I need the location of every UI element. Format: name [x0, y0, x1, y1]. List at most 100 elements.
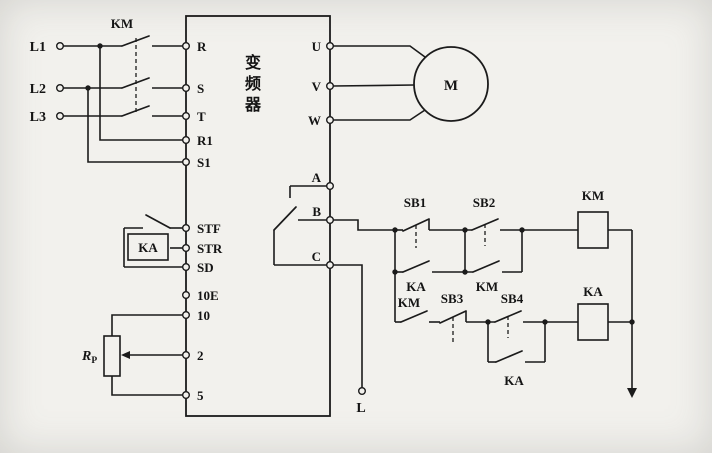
label-v: V [312, 79, 322, 94]
inverter-outline [185, 15, 331, 417]
return-rail [627, 230, 637, 398]
ka-run-contact: KA [123, 214, 183, 268]
km-coil-label: KM [582, 188, 604, 203]
km-coil-body [577, 211, 609, 249]
terminal-s1 [181, 157, 190, 166]
label-w: W [308, 113, 321, 128]
ka-latch-label: KA [504, 373, 524, 388]
label-sd: SD [197, 260, 214, 275]
label-r1: R1 [197, 133, 213, 148]
terminal-r1 [181, 135, 190, 144]
junction-dot [97, 43, 103, 49]
sb4-label: SB4 [501, 291, 524, 306]
l1-terminal [56, 42, 65, 51]
sb1-stop-button: SB1 [402, 195, 430, 248]
l3-terminal [56, 111, 65, 120]
s1-tap-wire [87, 88, 183, 163]
terminal-str [181, 243, 190, 252]
km-coil: KM [577, 188, 609, 249]
sb3-stop-button: SB3 [439, 291, 467, 342]
control-feed-wires: L [333, 219, 395, 416]
label-10e: 10E [197, 288, 219, 303]
rp-label: RP [81, 349, 97, 366]
km-series-label: KM [398, 295, 420, 310]
l1-label: L1 [30, 40, 46, 55]
km-main-contacts: KM [111, 16, 150, 117]
inverter-title-char-1: 变 [245, 53, 261, 72]
label-10: 10 [197, 308, 210, 323]
l-terminal-label: L [356, 401, 365, 416]
rail-end-arrow [627, 388, 637, 398]
label-5: 5 [197, 388, 204, 403]
label-2: 2 [197, 348, 204, 363]
control-rung-km: SB1 SB2 KM [392, 188, 632, 249]
l2-label: L2 [30, 82, 46, 97]
sb4-start-button: SB4 [494, 291, 524, 338]
terminal-2 [181, 351, 190, 360]
ka-coil-label: KA [583, 284, 603, 299]
terminal-10e [181, 291, 190, 300]
terminal-v [326, 81, 335, 90]
sb2-label: SB2 [473, 195, 495, 210]
motor-circuit: M [332, 45, 489, 122]
label-r: R [197, 39, 207, 54]
control-rung-ka: KM SB3 SB4 KA [394, 272, 632, 342]
terminal-r [181, 42, 190, 51]
motor-label: M [444, 78, 458, 94]
sb1-label: SB1 [404, 195, 426, 210]
parallel-branch: KA KM [392, 230, 523, 294]
power-input: L1 L2 L3 KM [30, 16, 183, 163]
terminal-b [326, 215, 335, 224]
inverter-title-char-3: 器 [244, 95, 262, 114]
label-b: B [312, 204, 321, 219]
resistor-body [103, 335, 121, 377]
r1-tap-wire [99, 46, 183, 141]
l3-label: L3 [30, 110, 46, 125]
c-feed-wire [333, 264, 363, 388]
potentiometer: RP [81, 314, 183, 396]
terminal-stf [181, 223, 190, 232]
label-u: U [312, 39, 322, 54]
l2-terminal [56, 83, 65, 92]
l-terminal [358, 387, 367, 396]
b-feed-wire [333, 219, 395, 231]
wiper-arrow [121, 351, 130, 359]
motor-circle [413, 46, 489, 122]
terminal-10 [181, 311, 190, 320]
inverter-box: 变 频 器 [185, 15, 331, 417]
ka-latch-branch: KA [487, 322, 546, 388]
terminal-labels: R S T R1 S1 STF STR SD 10E 10 2 5 U V W … [197, 39, 322, 403]
km-series-contact: KM [398, 295, 428, 323]
label-t: T [197, 109, 206, 124]
sb3-label: SB3 [441, 291, 464, 306]
inverter-title-char-2: 频 [245, 74, 261, 93]
junction-dot [85, 85, 91, 91]
ka-parallel-contact: KA [402, 260, 430, 294]
terminal-c [326, 261, 335, 270]
km-parallel-label: KM [476, 279, 498, 294]
terminal-s [181, 83, 190, 92]
terminal-sd [181, 263, 190, 272]
terminal-t [181, 111, 190, 120]
ka-parallel-label: KA [406, 279, 426, 294]
terminal-w [326, 115, 335, 124]
label-s: S [197, 81, 204, 96]
ka-coil-body [577, 303, 609, 341]
alarm-relay-contact [273, 185, 327, 266]
label-a: A [312, 170, 322, 185]
km-parallel-contact: KM [472, 260, 500, 294]
terminal-5 [181, 391, 190, 400]
terminals [56, 42, 335, 400]
km-main-label: KM [111, 16, 133, 31]
ka-coil: KA [577, 284, 609, 341]
terminal-u [326, 42, 335, 51]
label-s1: S1 [197, 155, 211, 170]
label-str: STR [197, 241, 223, 256]
sb2-start-button: SB2 [471, 195, 499, 246]
ka-contact-label: KA [138, 240, 158, 255]
terminal-a [326, 181, 335, 190]
ka-contact-box [127, 233, 169, 261]
label-c: C [312, 249, 321, 264]
